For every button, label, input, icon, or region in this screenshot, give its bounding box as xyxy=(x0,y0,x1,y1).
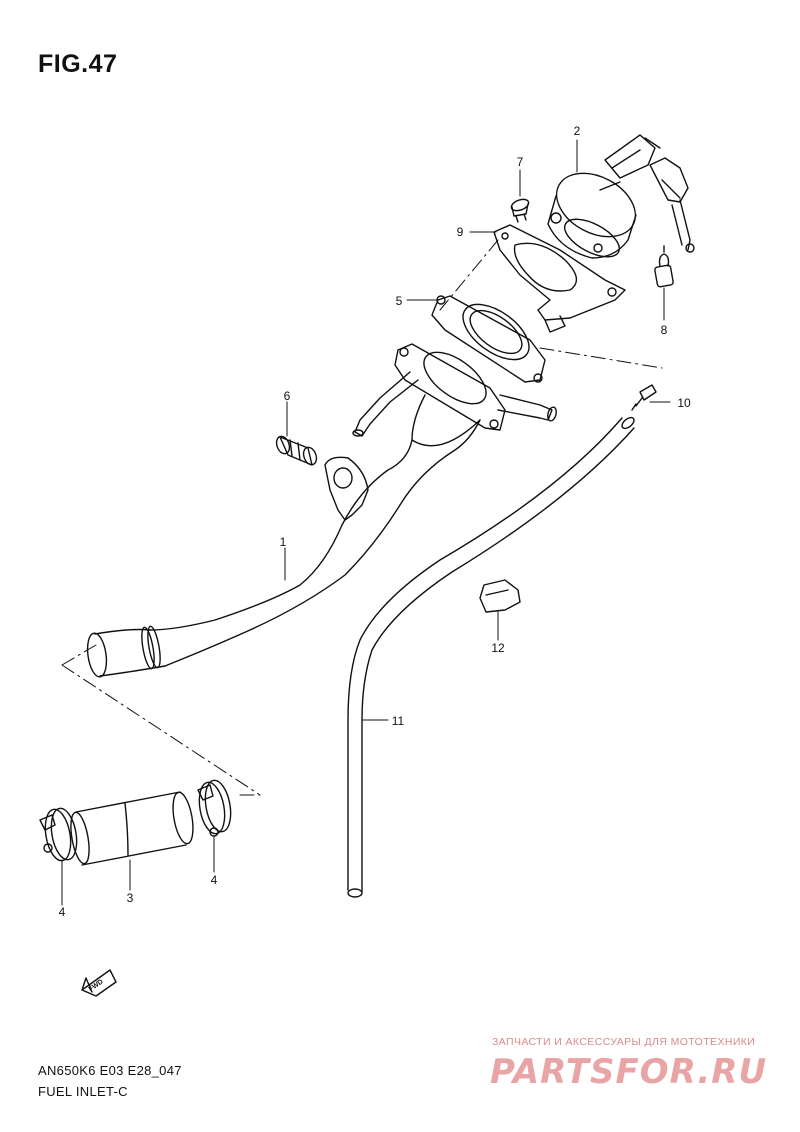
callout-4-right: 4 xyxy=(211,873,218,887)
callout-2: 2 xyxy=(574,124,581,138)
callout-11: 11 xyxy=(392,714,405,728)
fuel-cap xyxy=(547,172,637,259)
callout-1: 1 xyxy=(280,535,287,549)
callout-7: 7 xyxy=(517,155,524,169)
callout-9: 9 xyxy=(457,225,464,239)
fwd-arrow-icon xyxy=(81,969,117,997)
hose-clamp-right xyxy=(197,779,232,837)
gasket-5 xyxy=(431,295,546,383)
fitting-10 xyxy=(631,384,657,411)
callout-12: 12 xyxy=(491,641,505,655)
callout-6: 6 xyxy=(284,389,291,403)
callout-8: 8 xyxy=(661,323,668,337)
screw-7 xyxy=(510,198,530,223)
cap-plate-9 xyxy=(493,224,626,333)
grommet-6 xyxy=(275,435,318,466)
callout-5: 5 xyxy=(396,294,403,308)
pipe-bracket xyxy=(324,456,369,521)
hose-3 xyxy=(70,791,194,866)
leader-lines xyxy=(61,139,671,906)
watermark-subtitle: ЗАПЧАСТИ И АКСЕССУАРЫ ДЛЯ МОТОТЕХНИКИ xyxy=(492,1036,756,1048)
figure-title: FIG.47 xyxy=(38,50,118,78)
assembly-guide-lines xyxy=(61,239,663,796)
ignition-keys xyxy=(604,134,695,253)
watermark-logo: PARTSFOR.RU xyxy=(490,1052,768,1092)
hose-clamp-left xyxy=(39,807,78,862)
callout-3: 3 xyxy=(127,891,134,905)
clip-12 xyxy=(479,579,521,613)
callout-10: 10 xyxy=(677,396,691,410)
part-group-name: FUEL INLET-C xyxy=(38,1084,128,1099)
lock-pin-8 xyxy=(654,245,674,288)
callout-4-left: 4 xyxy=(59,905,66,919)
breather-hose-11 xyxy=(347,416,635,898)
filler-neck-pipe-1 xyxy=(86,343,557,678)
model-code: AN650K6 E03 E28_047 xyxy=(38,1063,182,1078)
